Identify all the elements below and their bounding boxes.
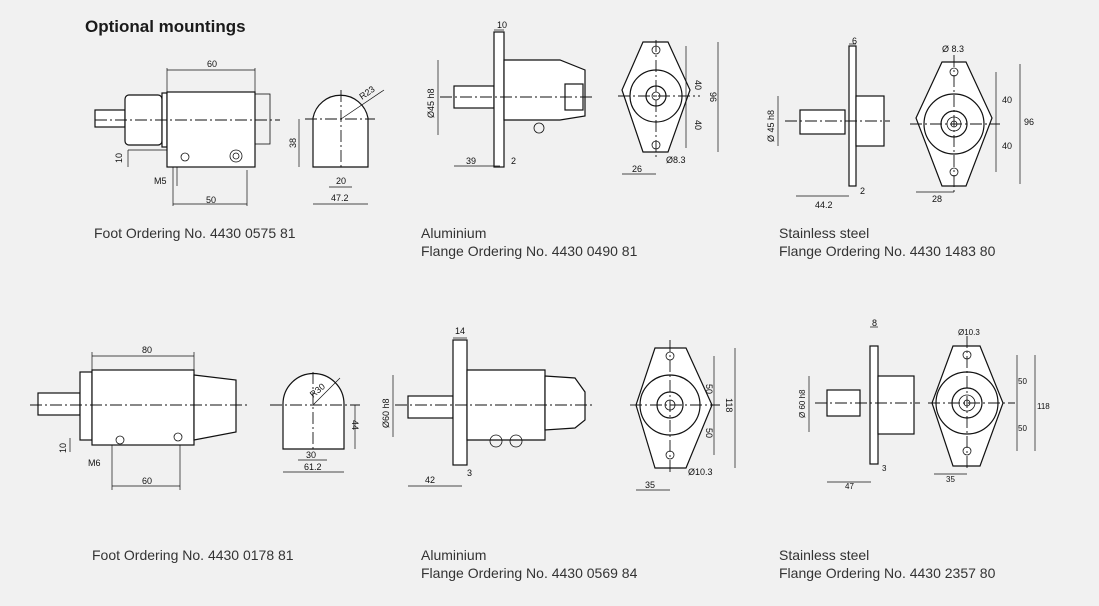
dim-hole: Ø10.3 [958, 328, 980, 337]
drawing-stainless-flange-small: 6 Ø 45 h8 44.2 2 Ø 8.3 40 40 96 28 [766, 36, 1034, 210]
caption-line1: Foot Ordering No. 4430 0575 81 [94, 225, 296, 241]
dim-width: 47.2 [331, 193, 349, 203]
caption-line1: Aluminium [421, 547, 487, 563]
drawing-aluminium-flange-small: 10 Ø45 h8 39 2 40 40 96 26 Ø8.3 [426, 20, 719, 175]
dim-offset: 28 [932, 194, 942, 204]
dim-offset: 26 [632, 164, 642, 174]
dim-total: 96 [1024, 117, 1034, 127]
caption-foot-large: Foot Ordering No. 4430 0178 81 [92, 546, 294, 564]
dim-hole: Ø10.3 [688, 467, 713, 477]
dim-flange-thick: 10 [497, 20, 507, 30]
dim-total: 96 [708, 92, 718, 102]
dim-height: 10 [58, 443, 68, 453]
dim-side-height: 38 [288, 138, 298, 148]
dim-gap: 3 [467, 468, 472, 478]
dim-top: 50 [704, 384, 714, 394]
dim-hole: Ø8.3 [666, 155, 686, 165]
drawing-stainless-flange-large: 8 Ø 60 h8 47 3 Ø10.3 50 50 118 35 [798, 318, 1050, 491]
caption-aluminium-flange-large: Aluminium Flange Ordering No. 4430 0569 … [421, 546, 637, 582]
dim-inner: 30 [306, 450, 316, 460]
dim-bottom: 50 [704, 428, 714, 438]
dim-flange-thick: 14 [455, 326, 465, 336]
dim-height: 10 [114, 153, 124, 163]
dim-spacing: 60 [142, 476, 152, 486]
dim-offset: 35 [946, 475, 955, 484]
caption-line1: Foot Ordering No. 4430 0178 81 [92, 547, 294, 563]
dim-length: 60 [207, 59, 217, 69]
dim-top: 50 [1018, 377, 1027, 386]
dim-shaft: 42 [425, 475, 435, 485]
dim-bottom: 40 [1002, 141, 1012, 151]
dim-thread: M5 [154, 176, 167, 186]
dim-shaft: 39 [466, 156, 476, 166]
caption-line1: Stainless steel [779, 225, 870, 241]
dim-spacing: 50 [206, 195, 216, 205]
dim-length: 80 [142, 345, 152, 355]
dim-diameter: Ø45 h8 [426, 88, 436, 118]
caption-line1: Aluminium [421, 225, 487, 241]
caption-line2: Flange Ordering No. 4430 0569 84 [421, 565, 638, 581]
caption-line2: Flange Ordering No. 4430 1483 80 [779, 243, 996, 259]
dim-diameter: Ø60 h8 [381, 398, 391, 428]
dim-gap: 3 [882, 464, 887, 473]
caption-line2: Flange Ordering No. 4430 0490 81 [421, 243, 638, 259]
dim-diameter: Ø 60 h8 [798, 389, 807, 418]
dim-total: 118 [1037, 402, 1050, 411]
caption-aluminium-flange-small: Aluminium Flange Ordering No. 4430 0490 … [421, 224, 637, 260]
dim-radius: R23 [357, 84, 376, 102]
caption-line2: Flange Ordering No. 4430 2357 80 [779, 565, 996, 581]
caption-line1: Stainless steel [779, 547, 870, 563]
caption-stainless-flange-large: Stainless steel Flange Ordering No. 4430… [779, 546, 995, 582]
caption-stainless-flange-small: Stainless steel Flange Ordering No. 4430… [779, 224, 995, 260]
dim-width: 61.2 [304, 462, 322, 472]
dim-gap: 2 [860, 186, 865, 196]
dim-total: 118 [724, 398, 734, 412]
dim-hole: Ø 8.3 [942, 44, 964, 54]
drawing-foot-small: 60 10 M5 50 R23 38 20 47.2 [94, 59, 385, 206]
dim-top: 40 [1002, 95, 1012, 105]
dim-bottom: 50 [1018, 424, 1027, 433]
dim-bottom: 40 [693, 120, 703, 130]
section-title: Optional mountings [85, 17, 246, 36]
dim-thread: M6 [88, 458, 101, 468]
dim-top: 40 [693, 80, 703, 90]
dim-shaft: 47 [845, 482, 854, 491]
dim-side-height: 44 [350, 420, 360, 430]
dim-flange-thick: 6 [852, 36, 857, 46]
dim-shaft: 44.2 [815, 200, 833, 210]
caption-foot-small: Foot Ordering No. 4430 0575 81 [94, 224, 296, 242]
dim-offset: 35 [645, 480, 655, 490]
drawing-foot-large: 80 10 M6 60 R30 44 30 61.2 [30, 345, 360, 490]
dim-inner: 20 [336, 176, 346, 186]
drawing-aluminium-flange-large: 14 Ø60 h8 42 3 50 50 118 35 Ø10.3 [381, 326, 736, 491]
dim-diameter: Ø 45 h8 [766, 110, 776, 142]
dim-flange-thick: 8 [872, 318, 877, 328]
dim-gap: 2 [511, 156, 516, 166]
